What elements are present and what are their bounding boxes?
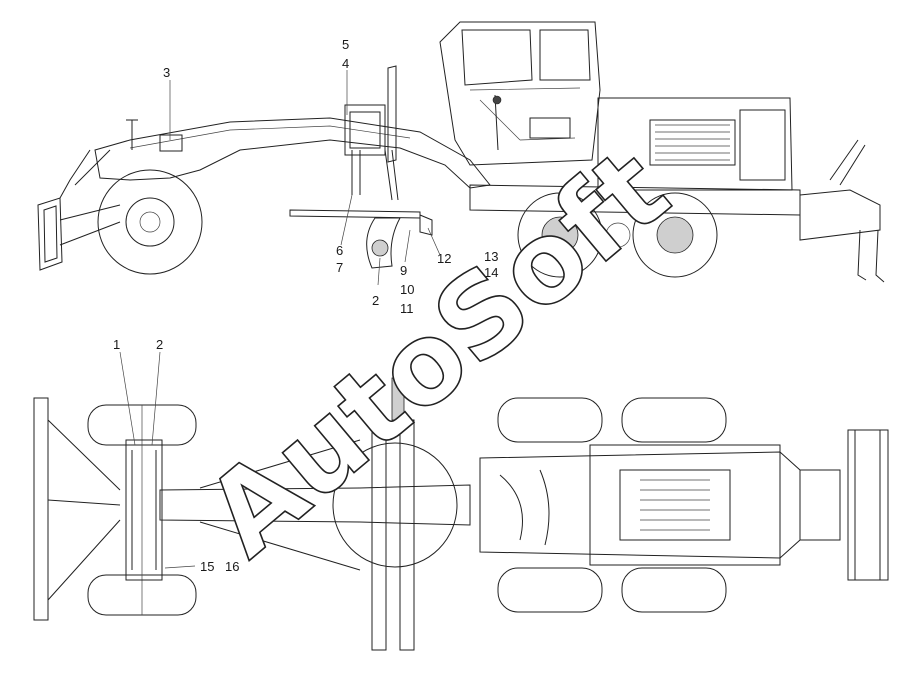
callout-6: 6 [336,243,343,258]
rear-tandem-wheels [517,192,718,278]
top-main-beam [159,439,471,571]
callout-9: 9 [400,263,407,278]
callout-15: 15 [200,559,214,574]
blade-lift-assembly [289,65,433,269]
callout-1: 1 [113,337,120,352]
callout-2-side-view: 2 [372,293,379,308]
rear-ripper [799,139,885,283]
callout-10: 10 [400,282,414,297]
main-frame [59,117,491,199]
callout-3: 3 [163,65,170,80]
operator-cab [439,21,601,166]
callout-7: 7 [336,260,343,275]
leader-lines [119,70,441,569]
front-blade [37,197,121,271]
top-blade-circle [332,377,458,651]
watermark-text: AutoSoft [183,124,693,581]
callout-11: 11 [400,301,414,316]
top-ripper [799,429,889,581]
callout-2-top-view: 2 [156,337,163,352]
callout-12: 12 [437,251,451,266]
side-view-drawing [37,21,885,283]
callout-4: 4 [342,56,349,71]
top-view-drawing [33,377,889,651]
top-front-blade [33,397,121,621]
top-rear-frame [479,444,801,566]
top-rear-wheels [497,397,727,613]
callout-16: 16 [225,559,239,574]
front-wheel [97,169,203,275]
callout-numbers: 1 2 3 4 5 6 7 2 9 10 11 12 13 14 15 16 [113,37,498,574]
callout-14: 14 [484,265,498,280]
top-front-wheels [87,404,197,616]
callout-5: 5 [342,37,349,52]
callout-13: 13 [484,249,498,264]
